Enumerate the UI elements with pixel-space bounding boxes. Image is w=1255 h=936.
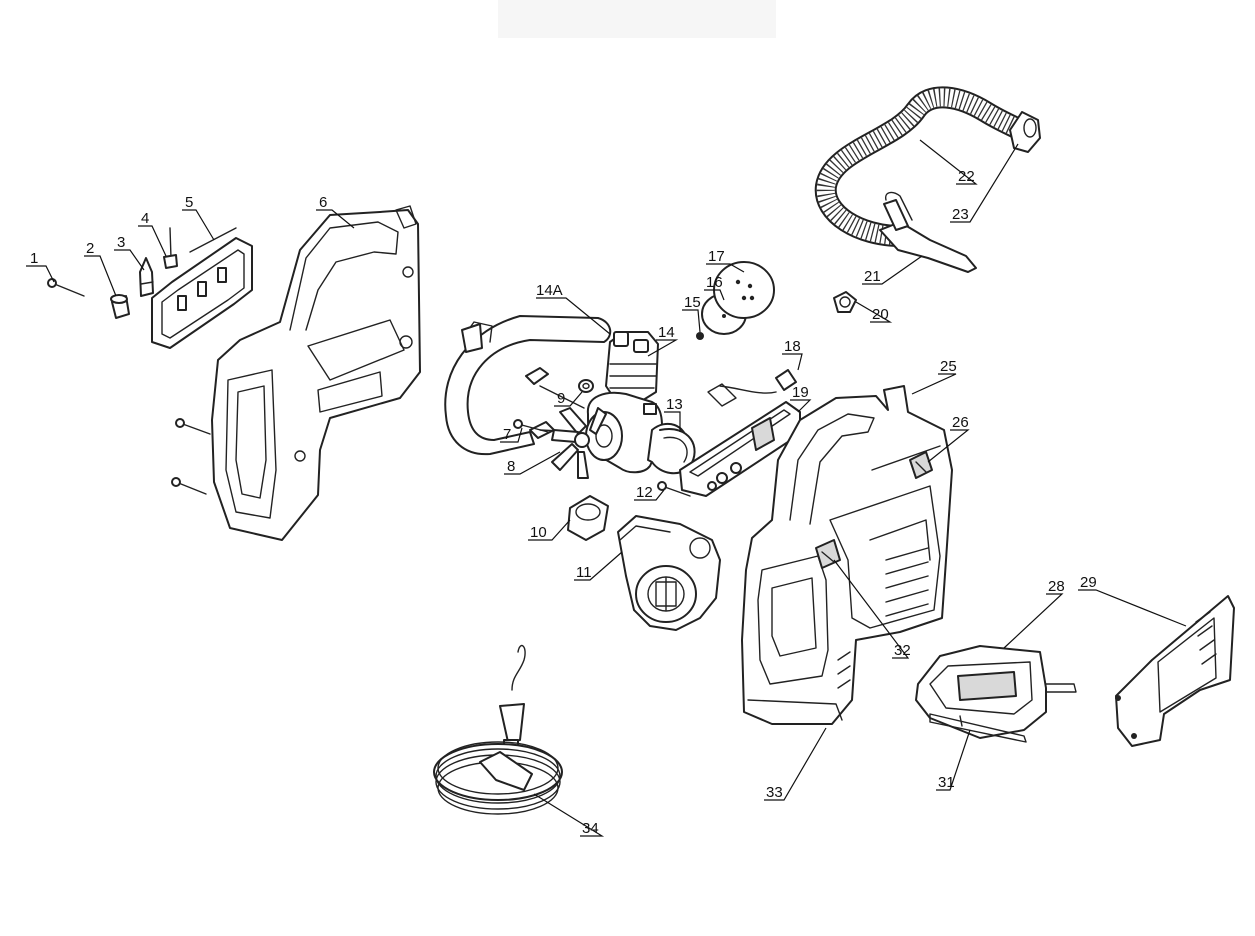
- part-17-cover-disc: [713, 261, 775, 319]
- part-29-battery-cover: [1115, 595, 1235, 747]
- part-15-screw: [696, 332, 704, 340]
- callout-3: 3: [117, 234, 125, 251]
- part-4-needle: [163, 227, 178, 269]
- callout-2: 2: [86, 240, 94, 257]
- callout-18: 18: [784, 338, 801, 355]
- callout-20: 20: [872, 306, 889, 323]
- callout-33: 33: [766, 784, 783, 801]
- callout-7: 7: [503, 426, 511, 443]
- callout-6: 6: [319, 194, 327, 211]
- part-3-nozzle: [139, 257, 154, 297]
- callout-13: 13: [666, 396, 683, 413]
- callout-29: 29: [1080, 574, 1097, 591]
- part-12-screw: [657, 481, 691, 497]
- part-25-right-housing: [741, 385, 953, 725]
- callout-14: 14: [658, 324, 675, 341]
- callout-31: 31: [938, 774, 955, 791]
- part-20-hose-clamp: [833, 291, 857, 313]
- callout-1: 1: [30, 250, 38, 267]
- callout-25: 25: [940, 358, 957, 375]
- callout-labels: 1 2 3 4 5 6 7 8 9 10 11 12 13 14 14A 15 …: [30, 168, 1097, 837]
- callout-10: 10: [530, 524, 547, 541]
- part-34-power-cord: [433, 644, 563, 815]
- header-banner: [498, 0, 776, 38]
- callout-34: 34: [582, 820, 599, 837]
- part-18-air-hose: [775, 303, 843, 391]
- part-32-switch: [815, 539, 841, 569]
- callout-17: 17: [708, 248, 725, 265]
- callout-15: 15: [684, 294, 701, 311]
- housing-screw-upper: [175, 418, 211, 435]
- callout-22: 22: [958, 168, 975, 185]
- part-5-accessory-cover: [151, 227, 253, 349]
- part-31-battery-contacts: [929, 713, 1027, 743]
- part-14a-handle-frame: [444, 315, 612, 456]
- callout-16: 16: [706, 274, 723, 291]
- callout-14a: 14A: [536, 282, 563, 299]
- callout-5: 5: [185, 194, 193, 211]
- leader-lines: [26, 139, 1187, 837]
- housing-screw-lower: [171, 477, 207, 495]
- callout-12: 12: [636, 484, 653, 501]
- part-7-screw: [513, 419, 549, 433]
- part-23-hose-end: [1009, 111, 1041, 153]
- part-2-adapter: [110, 294, 130, 319]
- callout-21: 21: [864, 268, 881, 285]
- part-26-switch: [909, 451, 933, 479]
- part-22-flex-hose: [814, 86, 1039, 247]
- part-6-left-housing: [211, 205, 421, 541]
- callout-19: 19: [792, 384, 809, 401]
- callout-28: 28: [1048, 578, 1065, 595]
- part-28-battery-terminal: [915, 645, 1077, 739]
- part-8-fan: [551, 407, 607, 479]
- callout-8: 8: [507, 458, 515, 475]
- callout-9: 9: [557, 390, 565, 407]
- part-21-nozzle-tip: [879, 191, 977, 273]
- part-11-blower-housing: [617, 515, 721, 631]
- callout-11: 11: [576, 564, 592, 581]
- part-10-coupler: [567, 495, 609, 541]
- part-14-cylinder-head: [605, 331, 659, 403]
- callout-4: 4: [141, 210, 149, 227]
- callout-23: 23: [952, 206, 969, 223]
- callout-26: 26: [952, 414, 969, 431]
- callout-32: 32: [894, 642, 911, 659]
- part-9-bushing: [578, 379, 594, 393]
